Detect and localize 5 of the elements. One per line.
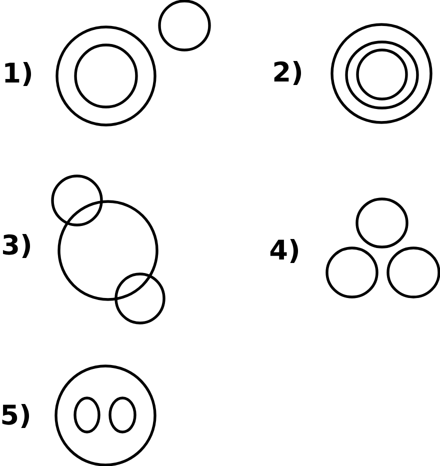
item-number: 4) [270,238,298,264]
item-number: 2) [274,60,302,86]
item-number: 3) [3,234,30,258]
item-number: 5) [2,404,30,428]
item-number: 1) [5,62,32,86]
